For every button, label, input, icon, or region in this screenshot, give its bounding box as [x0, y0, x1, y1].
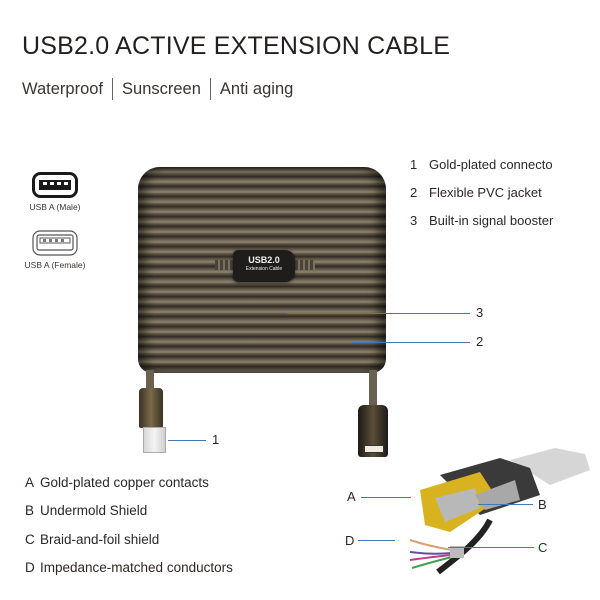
callout-letter-d: D: [345, 533, 355, 548]
product-title: USB2.0 ACTIVE EXTENSION CABLE: [22, 32, 451, 60]
component-legend: 1 Gold-plated connecto 2 Flexible PVC ja…: [410, 150, 553, 234]
divider: [112, 78, 114, 100]
construction-legend: A Gold-plated copper contacts B Undermol…: [25, 468, 233, 582]
construction-item: A Gold-plated copper contacts: [25, 474, 209, 490]
callout-letter-a: A: [347, 489, 356, 504]
callout-line-1: [168, 440, 206, 442]
connector-cutaway-image: [380, 440, 600, 584]
cable-lead-male: [146, 370, 154, 390]
usb-a-male-label: USB A (Male): [29, 202, 81, 212]
callout-letter-b: B: [538, 497, 547, 512]
usb-a-female-label: USB A (Female): [24, 260, 86, 270]
cable-lead-female: [369, 370, 377, 410]
callout-line-b: [478, 504, 533, 506]
callout-line-3: [287, 313, 470, 315]
construction-item: D Impedance-matched conductors: [25, 560, 233, 576]
construction-item: B Undermold Shield: [25, 503, 148, 519]
usb-male-plug: [143, 427, 166, 453]
callout-line-c: [448, 547, 534, 549]
usb-female-socket: [364, 445, 384, 453]
feature-waterproof: Waterproof: [22, 79, 104, 98]
usb-male-housing: [139, 388, 163, 428]
booster-sublabel: Extension Cable: [245, 266, 283, 272]
feature-list: Waterproof Sunscreen Anti aging: [22, 78, 293, 100]
callout-number-1: 1: [212, 432, 220, 447]
callout-letter-c: C: [538, 540, 548, 555]
feature-anti-aging: Anti aging: [219, 79, 294, 98]
component-item: 1 Gold-plated connecto: [410, 156, 553, 172]
callout-line-d: [358, 540, 395, 542]
component-item: 3 Built-in signal booster: [410, 212, 554, 228]
signal-booster: USB2.0 Extension Cable: [233, 250, 295, 282]
callout-line-2: [352, 342, 470, 344]
usb-a-male-icon: [32, 172, 78, 202]
divider: [209, 78, 211, 100]
callout-number-2: 2: [476, 334, 484, 349]
booster-label: USB2.0: [248, 255, 280, 265]
component-item: 2 Flexible PVC jacket: [410, 184, 542, 200]
feature-sunscreen: Sunscreen: [122, 79, 201, 98]
usb-a-female-icon: [32, 230, 78, 260]
callout-line-a: [361, 497, 411, 499]
callout-number-3: 3: [476, 305, 484, 320]
construction-item: C Braid-and-foil shield: [25, 531, 160, 547]
